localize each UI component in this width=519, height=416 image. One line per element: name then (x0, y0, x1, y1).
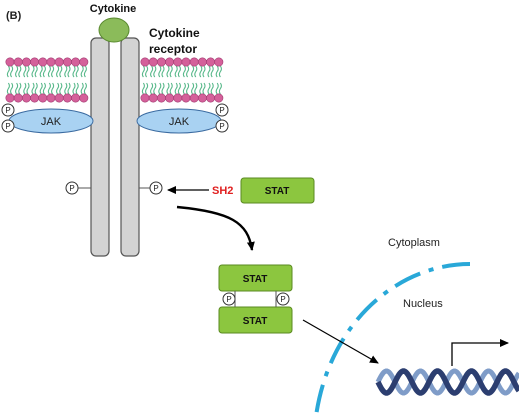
stat-monomer-label: STAT (265, 186, 290, 197)
jak-left-phosphate-lower (1, 119, 15, 133)
dimerization-arrow (176, 205, 255, 251)
svg-text:P: P (219, 106, 224, 115)
nucleus-label: Nucleus (403, 298, 443, 310)
svg-text:P: P (280, 295, 285, 304)
receptor-label-line2: receptor (149, 42, 197, 56)
receptor-label-line1: Cytokine (149, 26, 200, 40)
stat-dimer-bottom (218, 306, 293, 334)
stat-monomer (240, 177, 315, 204)
cell-membrane-right (140, 57, 224, 103)
cell-membrane-left (5, 57, 89, 103)
jak-left-label: JAK (41, 116, 62, 128)
jak-right-phosphate-lower (215, 119, 229, 133)
dna-helix (375, 368, 519, 396)
svg-text:P: P (219, 122, 224, 131)
svg-text:P: P (5, 122, 10, 131)
jak-left-phosphate-upper (1, 103, 15, 117)
cytokine-ligand (98, 17, 130, 43)
receptor-phosphate-right (149, 181, 163, 195)
cytoplasm-label: Cytoplasm (388, 237, 440, 249)
nuclear-translocation-arrow (302, 319, 379, 364)
panel-label: (B) (6, 10, 22, 22)
receptor-chain-right (120, 37, 140, 257)
dimer-phosphate-right (276, 292, 290, 306)
jak-right-phosphate-upper (215, 103, 229, 117)
svg-text:P: P (226, 295, 231, 304)
sh2-label: SH2 (212, 185, 233, 197)
stat-dimer-top (218, 264, 293, 292)
transcription-start-arrow (451, 339, 509, 366)
jak-right-label: JAK (169, 116, 190, 128)
svg-text:P: P (5, 106, 10, 115)
cytokine-label: Cytokine (90, 3, 136, 15)
svg-text:P: P (153, 184, 158, 193)
receptor-chain-left (90, 37, 110, 257)
nuclear-envelope (314, 262, 471, 416)
receptor-phosphate-left (65, 181, 79, 195)
stat-dimer-top-label: STAT (243, 274, 268, 285)
svg-text:P: P (69, 184, 74, 193)
dimer-phosphate-left (222, 292, 236, 306)
stat-dimer-bottom-label: STAT (243, 316, 268, 327)
